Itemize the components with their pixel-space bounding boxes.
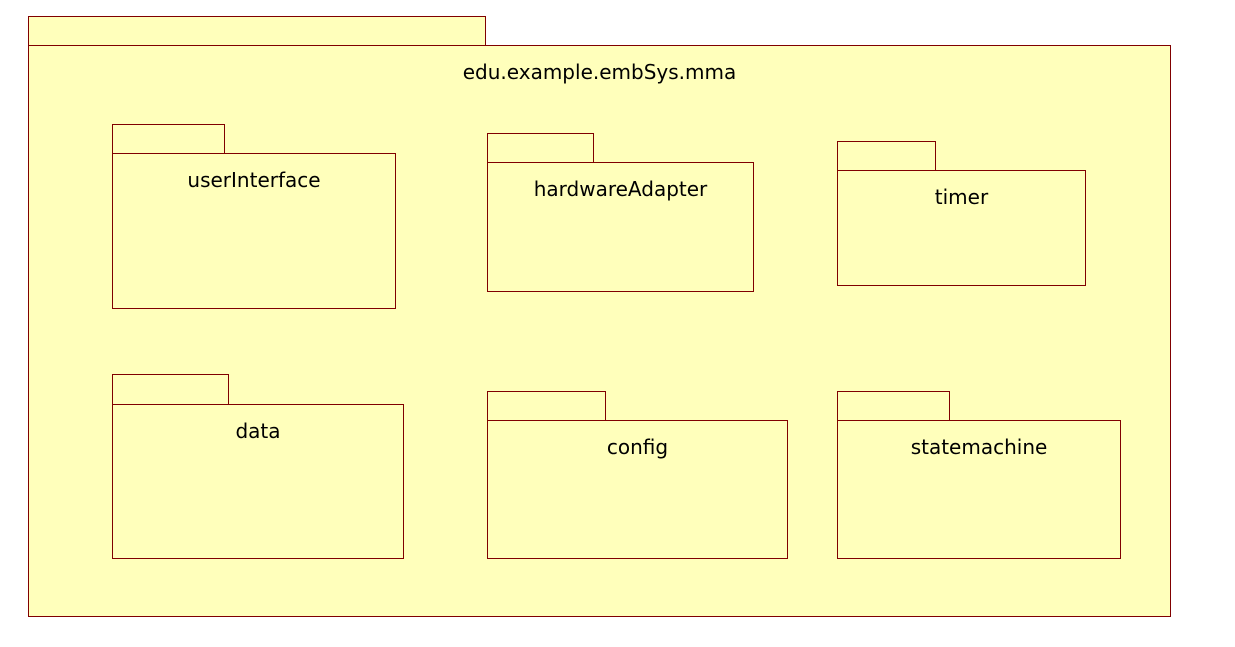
package-label-data: data bbox=[235, 419, 281, 443]
package-tab-data bbox=[112, 374, 229, 405]
package-label-user-interface: userInterface bbox=[187, 168, 321, 192]
package-config[interactable]: config bbox=[487, 420, 788, 559]
package-label-statemachine: statemachine bbox=[910, 435, 1048, 459]
package-label-timer: timer bbox=[934, 185, 989, 209]
outer-package-label: edu.example.embSys.mma bbox=[462, 60, 737, 84]
package-user-interface[interactable]: userInterface bbox=[112, 153, 396, 309]
outer-package-tab bbox=[28, 16, 486, 46]
package-tab-timer bbox=[837, 141, 936, 171]
package-statemachine[interactable]: statemachine bbox=[837, 420, 1121, 559]
package-data[interactable]: data bbox=[112, 404, 404, 559]
package-tab-statemachine bbox=[837, 391, 950, 421]
package-tab-config bbox=[487, 391, 606, 421]
package-tab-hardware-adapter bbox=[487, 133, 594, 163]
package-label-config: config bbox=[606, 435, 669, 459]
package-timer[interactable]: timer bbox=[837, 170, 1086, 286]
package-hardware-adapter[interactable]: hardwareAdapter bbox=[487, 162, 754, 292]
package-tab-user-interface bbox=[112, 124, 225, 154]
package-label-hardware-adapter: hardwareAdapter bbox=[533, 177, 708, 201]
